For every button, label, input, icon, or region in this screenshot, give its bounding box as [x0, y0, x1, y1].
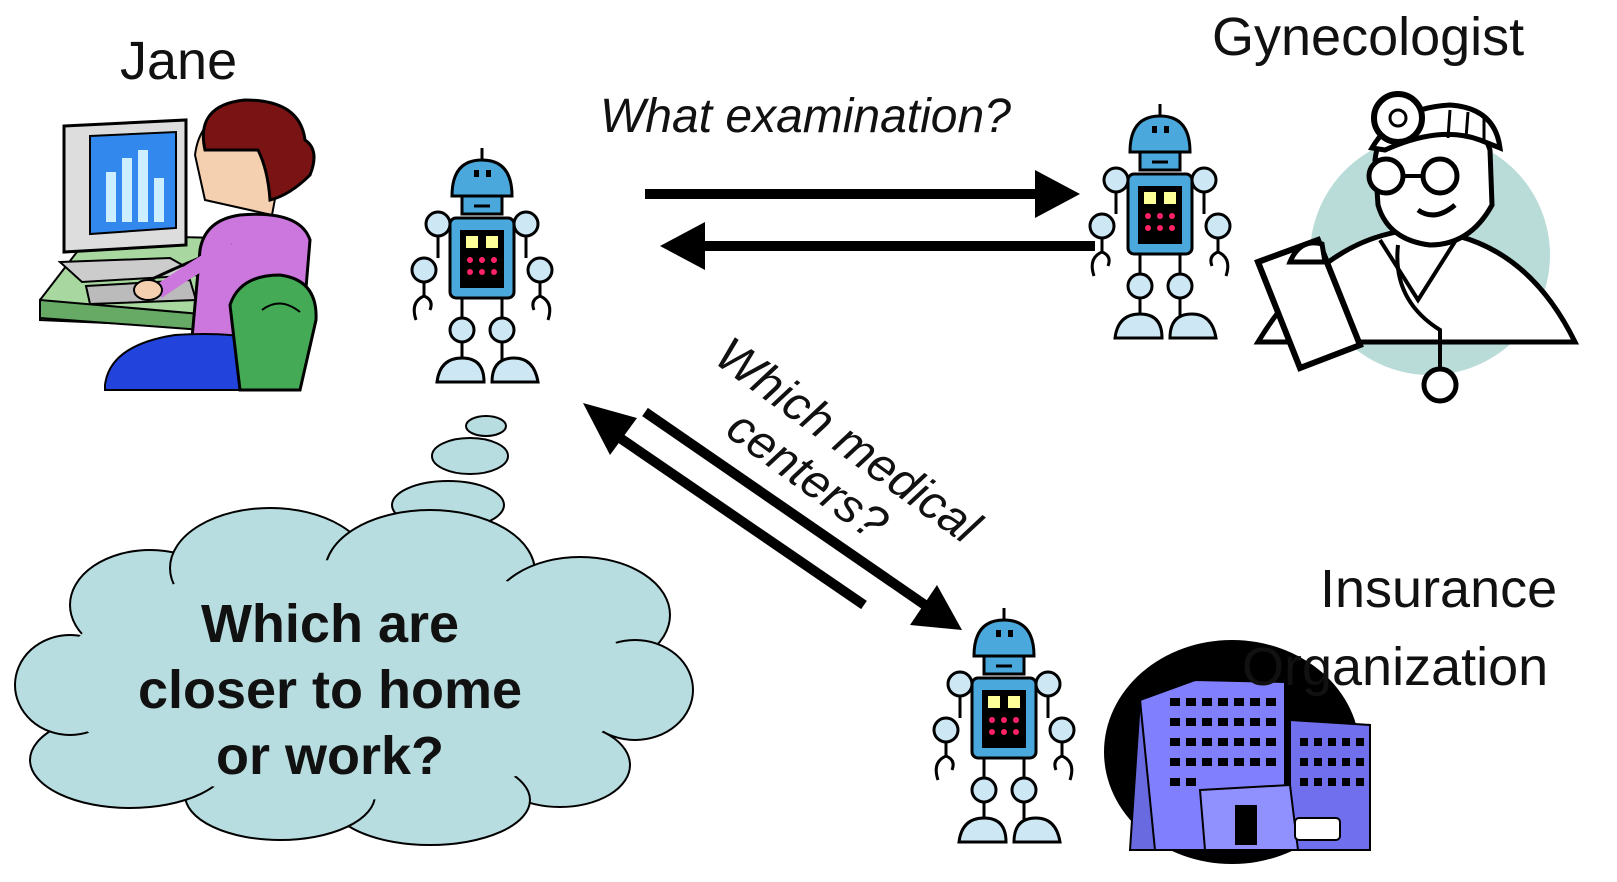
examination-question: What examination? — [600, 90, 1011, 143]
thought-line1: Which are — [200, 594, 460, 654]
thought-line3: or work? — [215, 725, 445, 786]
arrow-to-insurance — [642, 407, 962, 630]
jane-label: Jane — [120, 31, 238, 91]
arrow-from-insurance — [583, 403, 867, 610]
insurance-label-line1: Insurance — [1320, 559, 1558, 619]
jane-computer-illustration — [39, 98, 318, 392]
gynecologist-label: Gynecologist — [1212, 7, 1525, 67]
arrow-to-gynecologist — [645, 170, 1080, 218]
insurance-building-illustration — [1104, 640, 1371, 864]
gynecologist-illustration — [1253, 91, 1580, 404]
jane-agent-robot — [410, 146, 554, 384]
insurance-label-line2: Organization — [1242, 637, 1549, 697]
thought-line2: closer to home — [137, 659, 523, 720]
insurance-agent-robot — [932, 606, 1076, 844]
arrow-from-gynecologist — [660, 222, 1095, 270]
gynecologist-agent-robot — [1088, 102, 1232, 340]
thought-text: Which are closer to home or work? — [110, 592, 550, 790]
